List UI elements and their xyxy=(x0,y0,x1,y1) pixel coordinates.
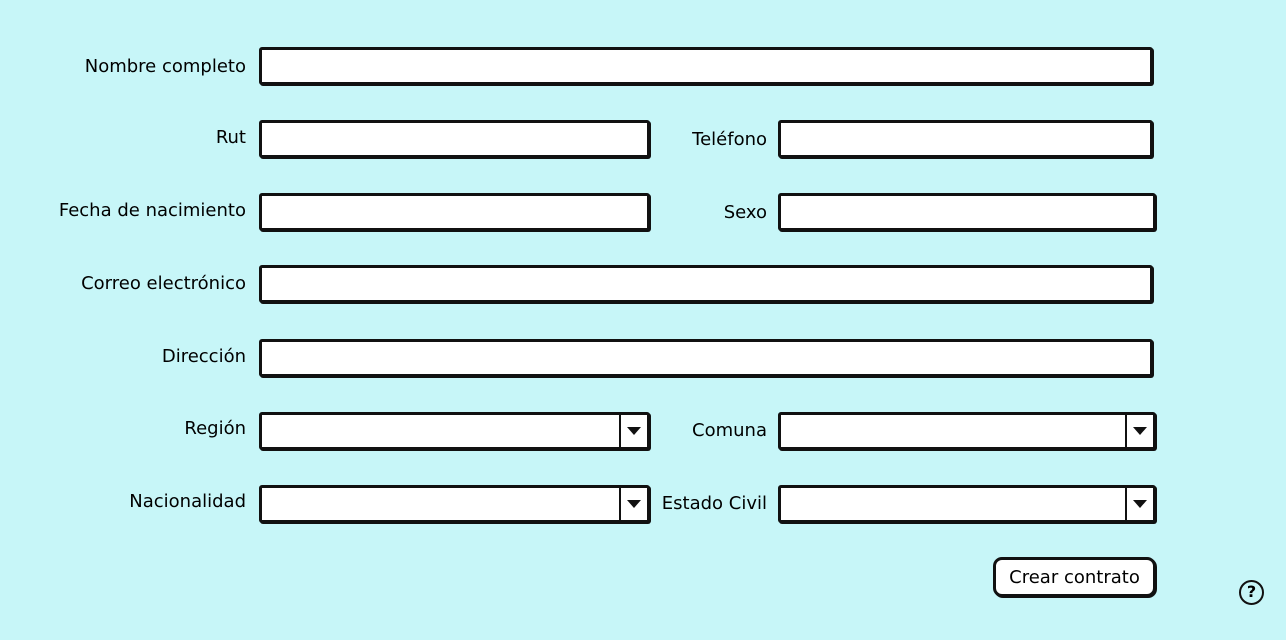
chevron-down-icon[interactable] xyxy=(619,415,647,447)
sexo-label: Sexo xyxy=(723,202,767,223)
correo-input[interactable] xyxy=(259,265,1153,303)
region-select[interactable] xyxy=(259,412,650,450)
nacionalidad-select[interactable] xyxy=(259,485,650,523)
nombre-completo-label: Nombre completo xyxy=(84,56,246,77)
sexo-input[interactable] xyxy=(778,193,1156,231)
comuna-select[interactable] xyxy=(778,412,1156,450)
nombre-completo-input[interactable] xyxy=(259,47,1153,85)
estado-civil-select[interactable] xyxy=(778,485,1156,523)
chevron-down-icon[interactable] xyxy=(619,488,647,520)
telefono-input[interactable] xyxy=(778,120,1153,158)
telefono-label: Teléfono xyxy=(692,129,767,150)
comuna-label: Comuna xyxy=(692,420,767,441)
direccion-label: Dirección xyxy=(161,346,246,367)
fecha-nacimiento-label: Fecha de nacimiento xyxy=(58,200,246,221)
estado-civil-label: Estado Civil xyxy=(661,493,767,514)
chevron-down-icon[interactable] xyxy=(1125,415,1153,447)
fecha-nacimiento-input[interactable] xyxy=(259,193,650,231)
chevron-down-icon[interactable] xyxy=(1125,488,1153,520)
crear-contrato-button[interactable]: Crear contrato xyxy=(993,557,1156,597)
region-label: Región xyxy=(184,418,246,439)
direccion-input[interactable] xyxy=(259,339,1153,377)
question-circle-icon[interactable]: ? xyxy=(1239,580,1264,605)
nacionalidad-label: Nacionalidad xyxy=(129,491,246,512)
correo-label: Correo electrónico xyxy=(81,273,246,294)
rut-input[interactable] xyxy=(259,120,650,158)
rut-label: Rut xyxy=(215,127,246,148)
